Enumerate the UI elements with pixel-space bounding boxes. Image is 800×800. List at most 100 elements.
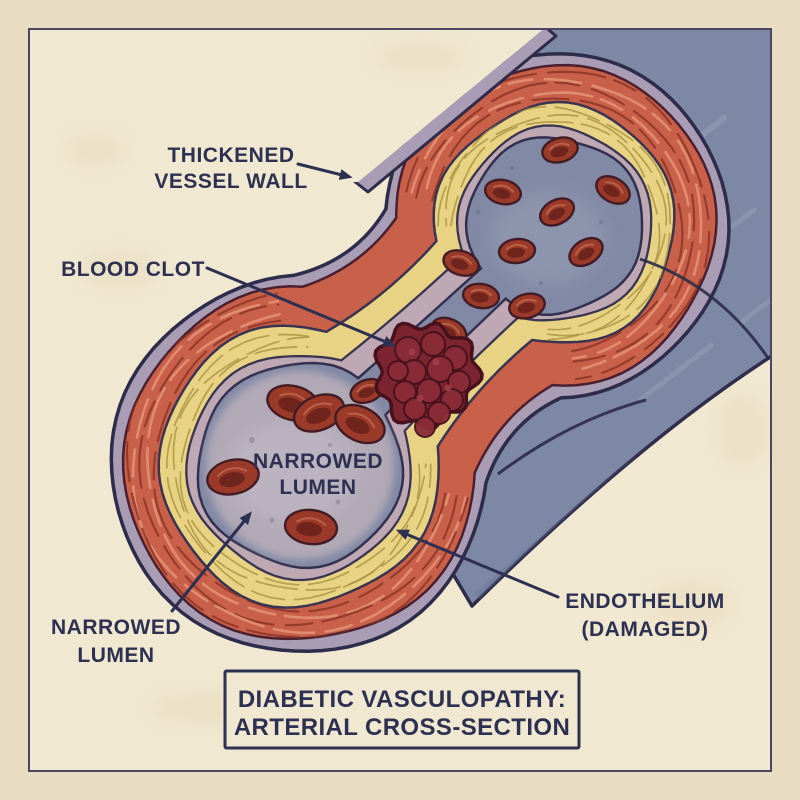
blood-clot-lump [414, 416, 436, 438]
label-narrowed-lumen-outer-line2: LUMEN [77, 644, 154, 667]
rbc-highlight [545, 203, 566, 215]
rbc-highlight [217, 467, 248, 477]
red-blood-cell [538, 197, 576, 227]
media-streak [152, 319, 447, 613]
rbc-highlight [303, 402, 332, 416]
platelet-dot [510, 166, 514, 170]
blood-clot-highlight [444, 384, 452, 392]
media-streak [415, 81, 696, 363]
plaque-streak [437, 105, 671, 341]
wall-cut-edge [497, 398, 647, 476]
rbc-dimple [358, 387, 375, 399]
red-blood-cell [334, 403, 386, 445]
red-blood-cell [461, 282, 501, 310]
media-streak [423, 91, 692, 360]
plaque-streak [166, 333, 432, 601]
platelet-dot [249, 437, 255, 443]
media-streak [404, 70, 711, 381]
plaque-streak [172, 336, 427, 591]
rbc-highlight [604, 181, 624, 194]
plaque-streak [444, 113, 668, 337]
arrow-thickened-vessel-wall [296, 162, 353, 180]
media-streak [131, 299, 467, 635]
rbc-dimple [296, 521, 323, 537]
rbc-highlight [505, 243, 528, 251]
rbc-highlight [492, 184, 515, 193]
rbc-highlight [470, 288, 493, 297]
lumen-highlight [228, 422, 356, 522]
red-blood-cell [283, 508, 339, 546]
red-blood-cell [568, 236, 604, 268]
red-blood-cell [484, 178, 522, 206]
blood-clot-lump [403, 397, 427, 421]
blood-clot-highlight [408, 348, 416, 356]
platelet-dot [599, 220, 603, 224]
red-blood-cell [508, 292, 546, 320]
label-narrowed-lumen-inner-line2: LUMEN [279, 476, 356, 499]
rbc-dimple [603, 184, 620, 198]
rbc-highlight [575, 243, 595, 256]
paper-stain [65, 132, 125, 168]
platelet-dot [539, 281, 543, 285]
rbc-dimple [550, 146, 569, 158]
rbc-dimple [470, 292, 489, 303]
plaque-streak [450, 120, 661, 331]
rbc-dimple [507, 247, 526, 258]
platelet-dot [475, 209, 481, 215]
arrow-endothelium [395, 529, 560, 599]
rbc-highlight [515, 298, 538, 307]
poster-frame [28, 28, 772, 772]
title-box: DIABETIC VASCULOPATHY: ARTERIAL CROSS-SE… [223, 669, 581, 750]
plaque-streak [179, 346, 421, 586]
paper-stain [648, 579, 732, 631]
rbc-highlight [348, 412, 376, 429]
arrow-narrowed-lumen [170, 511, 252, 613]
paper-stain [716, 392, 768, 468]
annotations: THICKENED VESSEL WALL BLOOD CLOT NARROWE… [51, 144, 725, 667]
blood-clot-highlight [432, 358, 440, 366]
arrow-blood-clot [205, 266, 397, 347]
rbc-highlight [440, 322, 461, 334]
label-narrowed-lumen-inner-line1: NARROWED [253, 450, 383, 473]
title-box-border [223, 669, 581, 750]
red-blood-cell [497, 237, 537, 265]
label-thickened-vessel-wall-line1: THICKENED [167, 144, 294, 167]
rbc-dimple [517, 302, 536, 314]
red-blood-cell [541, 136, 579, 164]
rbc-dimple [548, 207, 566, 221]
rbc-dimple [306, 407, 331, 425]
blood-clot-lump [387, 360, 409, 382]
label-blood-clot: BLOOD CLOT [61, 258, 205, 281]
red-blood-cell [442, 249, 480, 277]
rbc-dimple [219, 472, 245, 488]
platelet-dot [335, 499, 341, 505]
blood-clot-lump [427, 401, 451, 425]
media-streak [138, 303, 458, 627]
rbc-highlight [356, 383, 377, 393]
blood-clot-lump [394, 336, 422, 364]
rbc-dimple [492, 188, 511, 199]
media-streak [431, 97, 684, 353]
rbc-dimple [577, 247, 595, 261]
label-thickened-vessel-wall-line2: VESSEL WALL [154, 170, 307, 193]
platelet-dot [269, 517, 275, 523]
artery-illustration [109, 28, 770, 653]
poster-title-line2: ARTERIAL CROSS-SECTION [234, 714, 570, 741]
rbc-highlight [296, 517, 327, 527]
label-narrowed-lumen-outer-line1: NARROWED [51, 616, 181, 639]
poster-title-line1: DIABETIC VASCULOPATHY: [238, 686, 566, 713]
media-streak [145, 313, 451, 620]
red-blood-cell [292, 393, 346, 433]
media-texture [125, 70, 711, 639]
blood-clot-lump [420, 331, 446, 357]
blood-clot [373, 321, 484, 438]
blood-clot-highlight [416, 394, 424, 402]
paper-stain [80, 250, 160, 290]
rbc-highlight [548, 142, 570, 151]
rbc-dimple [450, 258, 469, 270]
label-endothelium-line2: (DAMAGED) [582, 618, 709, 641]
wall-cut-edge [639, 257, 770, 359]
plaque-texture [166, 105, 671, 601]
label-endothelium-line1: ENDOTHELIUM [565, 590, 725, 613]
